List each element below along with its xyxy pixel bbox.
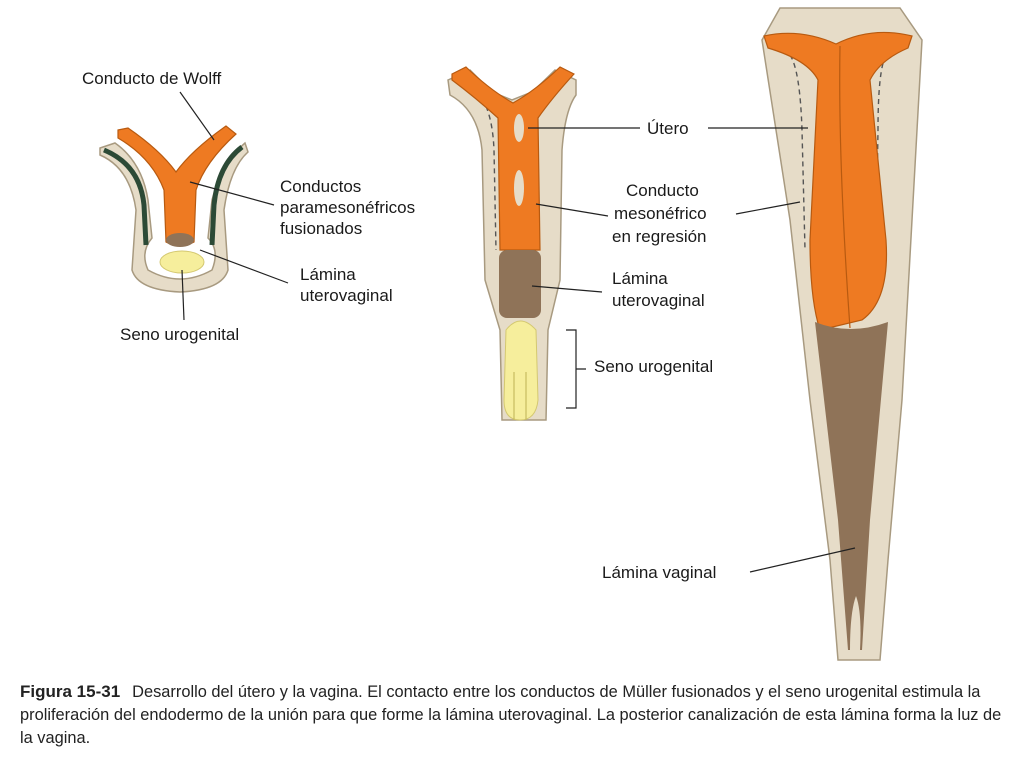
label-lamina-uv-left-2: uterovaginal: [300, 286, 393, 305]
lamina-uv-middle: [499, 250, 541, 318]
leader-mesonephric-mid: [535, 203, 609, 217]
paramesonephric-middle: [451, 66, 575, 251]
wolff-duct-left: [102, 147, 149, 246]
stage-middle: [447, 66, 577, 421]
label-lamina-uv-mid-2: uterovaginal: [612, 291, 705, 310]
leader-wolff: [179, 91, 215, 141]
label-lamina-vaginal: Lámina vaginal: [602, 563, 717, 582]
lamina-uv-early: [166, 233, 194, 247]
uterus-development-diagram: [99, 7, 923, 661]
label-seno-mid: Seno urogenital: [594, 357, 714, 376]
urogenital-sinus-early: [159, 250, 205, 274]
label-paramesonephric-2: paramesonéfricos: [280, 198, 416, 217]
label-wolff-duct: Conducto de Wolff: [82, 69, 222, 88]
paramesonephric-fused-early: [117, 125, 237, 247]
urogenital-sinus-middle: [503, 320, 539, 421]
figure-number: Figura 15-31: [20, 682, 121, 701]
uterus-fusion-line: [839, 45, 851, 329]
leader-seno-left: [181, 269, 185, 321]
leader-paramesonephric: [189, 181, 275, 206]
label-mesonephric-2: mesonéfrico: [614, 204, 707, 223]
label-lamina-uv-mid-1: Lámina: [612, 269, 668, 288]
label-mesonephric-1: Conducto: [626, 181, 699, 200]
bracket-seno-mid: [566, 329, 586, 409]
label-lamina-uv-left-1: Lámina: [300, 265, 356, 284]
leader-lines: [179, 91, 856, 573]
dashed-mesonephric-left-late: [789, 54, 806, 251]
vaginal-lumen-start: [850, 596, 861, 650]
leader-mesonephric-late: [735, 201, 801, 215]
caption-text: Desarrollo del útero y la vagina. El con…: [20, 683, 1002, 747]
label-seno-left: Seno urogenital: [120, 325, 240, 344]
lamina-vaginal-late: [815, 322, 888, 650]
wolff-duct-right: [209, 145, 244, 246]
label-paramesonephric-3: fusionados: [280, 219, 363, 238]
leader-lamina-uv-mid: [531, 285, 603, 293]
lumen-upper-mid: [514, 114, 524, 142]
label-utero: Útero: [647, 119, 689, 138]
leader-lamina-uv-left: [199, 249, 289, 284]
leader-lamina-vaginal: [749, 547, 856, 573]
label-paramesonephric-1: Conductos: [280, 177, 362, 196]
label-mesonephric-3: en regresión: [612, 227, 707, 246]
stage-late: [761, 7, 923, 661]
stage-early: [99, 125, 249, 293]
sinus-inner-line: [513, 372, 527, 420]
uterus-late: [763, 31, 913, 331]
lumen-mid-mid: [514, 170, 524, 206]
